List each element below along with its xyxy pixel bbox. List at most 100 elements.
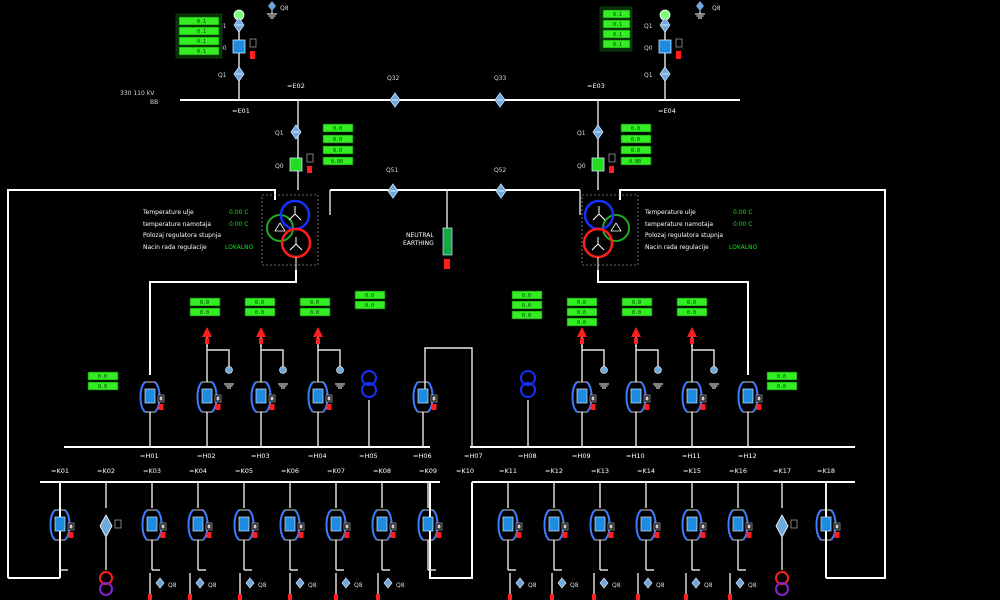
feeder-transformer-icon[interactable] — [775, 571, 789, 596]
svg-text:0.00 C: 0.00 C — [229, 221, 248, 228]
hv-disconnector[interactable] — [233, 66, 245, 82]
feeder-label: =K08 — [373, 467, 391, 475]
power-transformer-left[interactable] — [261, 194, 319, 270]
feeder-earthing-switch-icon[interactable] — [341, 577, 351, 589]
trafo-breaker[interactable] — [591, 153, 616, 173]
trafo-breaker[interactable] — [289, 153, 314, 173]
surge-arrester-icon — [686, 326, 698, 348]
feeder-transformer-icon[interactable] — [99, 571, 113, 596]
feeder-earthing-switch-icon[interactable] — [515, 577, 525, 589]
svg-text:Q33: Q33 — [494, 75, 507, 82]
feeder-earthing-switch-icon[interactable] — [691, 577, 701, 589]
feeder-earthing-switch-icon[interactable] — [599, 577, 609, 589]
mv-meter-panel: 0.00.00.0 — [511, 290, 543, 320]
feeder-earthing-switch-icon[interactable] — [155, 577, 165, 589]
svg-text:0.0: 0.0 — [200, 300, 209, 306]
feeder-cell[interactable] — [233, 509, 259, 541]
mv-bay-cell[interactable] — [625, 381, 651, 413]
mv-bay-cell[interactable] — [681, 381, 707, 413]
svg-text:0.0: 0.0 — [522, 313, 531, 319]
feeder-earthing-switch-icon[interactable] — [557, 577, 567, 589]
mv-bay-cell[interactable] — [307, 381, 333, 413]
earthing-breaker-icon[interactable] — [279, 366, 287, 374]
feeder-cell[interactable] — [279, 509, 305, 541]
mv-bay-cell[interactable] — [250, 381, 276, 413]
top-bus-coupler-q32[interactable]: Q32 — [387, 75, 401, 108]
svg-text:0.1: 0.1 — [613, 42, 622, 48]
neutral-earthing-resistor[interactable]: NEUTRAL EARTHING — [403, 191, 453, 269]
feeder-earthing-switch-icon[interactable] — [643, 577, 653, 589]
feeder-cell[interactable] — [141, 509, 167, 541]
mv-bay-label: =H02 — [197, 452, 216, 460]
mv-meter-panel: 0.00.0 — [676, 297, 708, 317]
feeder-earthing-switch-icon[interactable] — [383, 577, 393, 589]
feeder-earthing-switch-icon[interactable] — [245, 577, 255, 589]
feeder-earthing-switch-icon[interactable] — [735, 577, 745, 589]
bus-section-label: =E02 — [287, 82, 305, 90]
svg-text:0.0: 0.0 — [98, 384, 107, 390]
voltage-transformer-icon[interactable] — [520, 370, 536, 398]
surge-arrester-icon — [630, 326, 642, 348]
earthing-breaker-icon[interactable] — [600, 366, 608, 374]
feeder-cell[interactable] — [681, 509, 707, 541]
mv-bay-label: =H10 — [626, 452, 645, 460]
feeder-cell[interactable] — [775, 514, 798, 538]
svg-text:Q1: Q1 — [644, 72, 653, 79]
mv-bay-label: =H06 — [413, 452, 432, 460]
hv-disconnector[interactable] — [659, 17, 671, 33]
feeder-cell[interactable] — [589, 509, 615, 541]
hv-bay-left: Q1 Q0 Q1 Q8 0.1 0.1 0.1 0.1 — [175, 1, 289, 100]
surge-arrester-icon — [576, 326, 588, 348]
feeder-cell[interactable] — [371, 509, 397, 541]
earthing-breaker-icon[interactable] — [710, 366, 718, 374]
feeder-cell[interactable] — [497, 509, 523, 541]
feeder-earthing-switch-icon[interactable] — [195, 577, 205, 589]
mv-bay-cell[interactable] — [571, 381, 597, 413]
earthing-switch-icon[interactable] — [266, 1, 278, 19]
mv-bay-cell[interactable] — [196, 381, 222, 413]
hv-disconnector[interactable] — [659, 66, 671, 82]
feeder-cell[interactable] — [99, 514, 122, 538]
mv-meter-panel: 0.00.0 — [189, 297, 221, 317]
svg-text:0.0: 0.0 — [333, 126, 342, 132]
feeder-cell[interactable] — [543, 509, 569, 541]
voltage-transformer-icon[interactable] — [361, 370, 377, 398]
power-transformer-right[interactable] — [581, 194, 639, 270]
feeder-cell[interactable] — [187, 509, 213, 541]
svg-text:0.00: 0.00 — [331, 159, 343, 165]
feeder-cell[interactable] — [325, 509, 351, 541]
mv-meter-panel: 0.00.0 — [299, 297, 331, 317]
feeder-cell[interactable] — [727, 509, 753, 541]
mid-coupler-q52[interactable]: Q52 — [494, 167, 507, 199]
feeder-label: =K07 — [327, 467, 345, 475]
hv-disconnector[interactable] — [233, 17, 245, 33]
mv-bay-cell[interactable] — [139, 381, 165, 413]
feeder-label: =K10 — [456, 467, 474, 475]
mv-bay-label: =H09 — [572, 452, 591, 460]
feeder-cell[interactable] — [49, 509, 75, 541]
feeder-earthing-switch-icon[interactable] — [295, 577, 305, 589]
trafo-disconnector[interactable] — [290, 124, 302, 140]
svg-text:0.0: 0.0 — [632, 310, 641, 316]
earthing-breaker-icon[interactable] — [225, 366, 233, 374]
hv-breaker[interactable] — [658, 38, 683, 59]
svg-text:0.0: 0.0 — [333, 137, 342, 143]
top-bus-coupler-q33[interactable]: Q33 — [494, 75, 507, 108]
earth-icon — [223, 383, 235, 389]
mv-bay-cell[interactable] — [737, 381, 763, 413]
hv-breaker[interactable] — [232, 38, 257, 59]
trafo-disconnector[interactable] — [592, 124, 604, 140]
feeder-cell[interactable] — [815, 509, 841, 541]
svg-text:Nacin rada regulacije: Nacin rada regulacije — [143, 244, 207, 251]
earthing-breaker-icon[interactable] — [654, 366, 662, 374]
svg-text:0.00 C: 0.00 C — [733, 221, 752, 228]
earthing-breaker-icon[interactable] — [336, 366, 344, 374]
earthing-switch-icon[interactable] — [694, 1, 706, 19]
svg-text:Q8: Q8 — [280, 5, 289, 12]
svg-text:0.00 C: 0.00 C — [229, 209, 248, 216]
feeder-label: =K09 — [419, 467, 437, 475]
earthing-label: Q8 — [612, 582, 621, 589]
earthing-label: Q8 — [258, 582, 267, 589]
feeder-cell[interactable] — [635, 509, 661, 541]
mid-coupler-q51[interactable]: Q51 — [386, 167, 399, 199]
